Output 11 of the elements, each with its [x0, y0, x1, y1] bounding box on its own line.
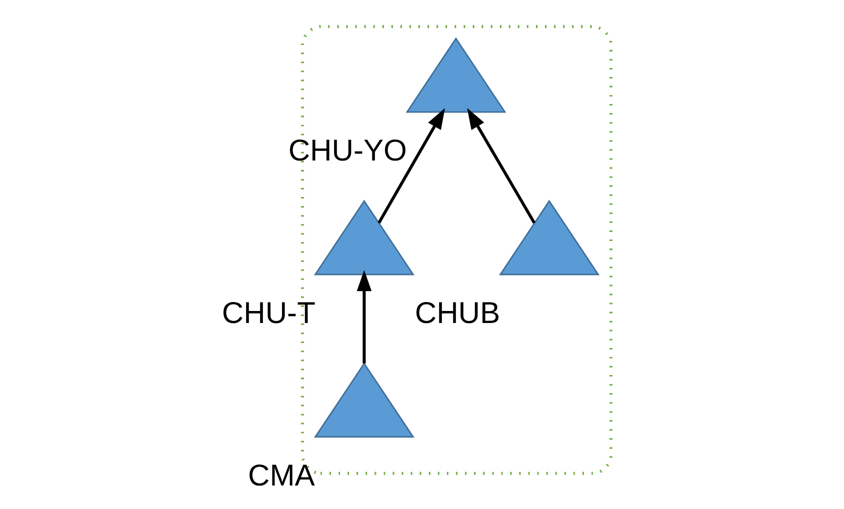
node-label: CHU-T	[221, 296, 315, 330]
node-triangle	[313, 200, 414, 276]
arrow	[466, 108, 536, 224]
node-label: CHUB	[414, 296, 500, 330]
node-triangle	[313, 362, 414, 438]
arrow	[377, 108, 445, 224]
node-triangle	[498, 200, 600, 276]
node-triangle	[405, 37, 506, 113]
node-label: CHU-YO	[288, 134, 406, 168]
node-label: CMA	[248, 459, 314, 492]
arrow	[356, 270, 372, 364]
